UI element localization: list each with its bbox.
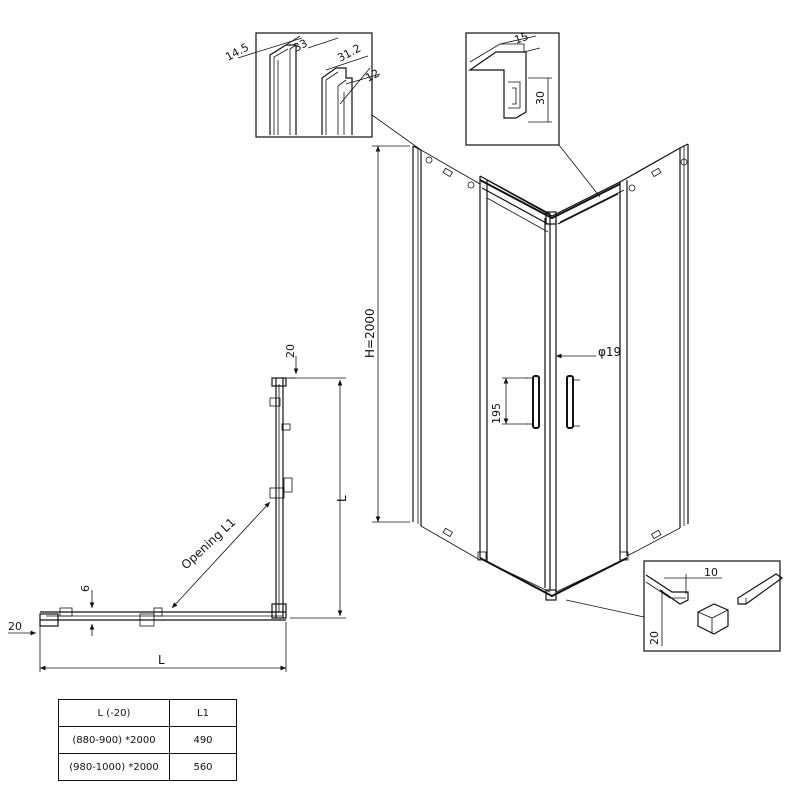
top-offset-label: 20 <box>284 344 297 358</box>
leader-rail <box>558 144 601 198</box>
leader-corner <box>565 599 645 618</box>
table-cell: (880-900) *2000 <box>58 726 170 754</box>
bottom-length-label: L <box>158 653 165 667</box>
detail-profile-section: 14.5 33 31.2 12 <box>223 32 382 138</box>
bottom-offset-label: 6 <box>79 585 92 592</box>
profile-dim-b: 33 <box>291 37 309 55</box>
profile-dim-a: 14.5 <box>223 41 251 64</box>
detail-corner: 10 20 <box>643 560 784 652</box>
leader-profile <box>371 114 422 151</box>
rail-width-label: 15 <box>513 30 531 47</box>
corner-width-label: 10 <box>704 566 718 579</box>
side-length-label: L <box>335 495 349 502</box>
handle-length-label: 195 <box>490 403 503 424</box>
table-header-row: L (-20) L1 <box>58 699 237 727</box>
rail-height-label: 30 <box>534 91 547 105</box>
detail-top-rail: 15 30 <box>465 30 560 146</box>
plan-view: 20 L 6 20 L Opening L1 <box>8 344 349 672</box>
left-offset-label: 20 <box>8 620 22 633</box>
table-cell: 560 <box>169 753 237 781</box>
table-cell: (980-1000) *2000 <box>58 753 170 781</box>
handle-diameter-label: φ19 <box>598 345 621 359</box>
table-header-cell: L1 <box>169 699 237 727</box>
shower-enclosure-3d: H=2000 φ19 195 <box>363 143 689 601</box>
size-table: L (-20) L1 (880-900) *2000 490 (980-1000… <box>58 699 237 781</box>
corner-height-label: 20 <box>648 631 661 645</box>
table-header-cell: L (-20) <box>58 699 170 727</box>
table-row: (880-900) *2000 490 <box>58 726 237 754</box>
height-label: H=2000 <box>363 308 377 358</box>
table-cell: 490 <box>169 726 237 754</box>
table-row: (980-1000) *2000 560 <box>58 753 237 781</box>
profile-dim-d: 12 <box>363 67 381 85</box>
opening-label: Opening L1 <box>178 515 238 572</box>
profile-dim-c: 31.2 <box>335 42 363 65</box>
